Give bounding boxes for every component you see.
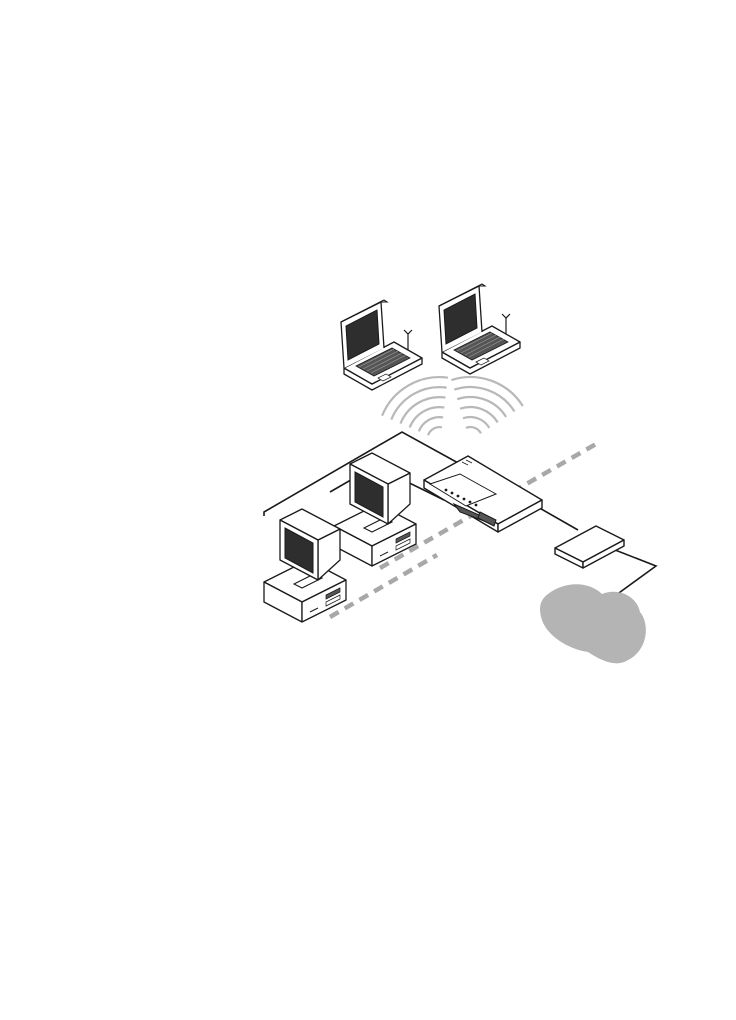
wireless-signal-laptop-2 bbox=[438, 368, 528, 444]
broadband-modem bbox=[555, 526, 624, 568]
wireless-laptop-2 bbox=[439, 284, 520, 374]
desktop-computer-1 bbox=[264, 509, 346, 622]
laptop-icon bbox=[341, 300, 422, 390]
wireless-laptop-1 bbox=[341, 300, 422, 390]
cable-router-modem bbox=[536, 506, 578, 530]
desktop-computer-icon bbox=[334, 453, 416, 566]
desktop-computer-2 bbox=[334, 453, 416, 566]
cable-modem-internet bbox=[610, 548, 656, 598]
internet-cloud bbox=[540, 584, 646, 663]
wireless-router bbox=[424, 456, 542, 532]
laptop-icon bbox=[439, 284, 520, 374]
desktop-computer-icon bbox=[264, 509, 346, 622]
